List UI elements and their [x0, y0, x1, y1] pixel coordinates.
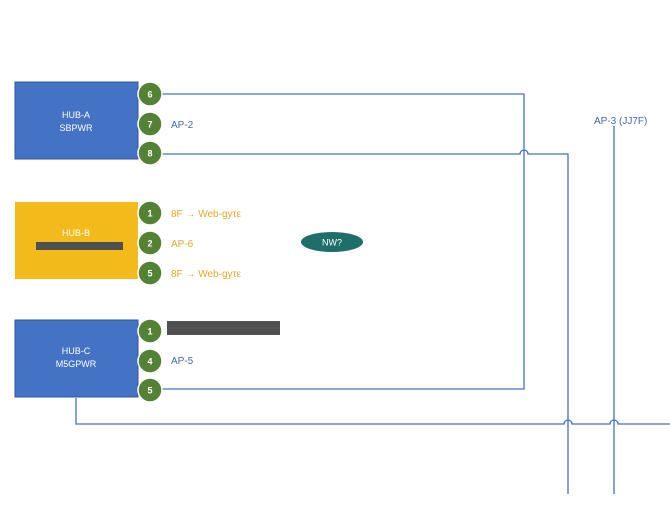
label-b1-web: 8F → Web-gyτε	[171, 209, 241, 220]
link-a8-to-ap-drop	[150, 149, 569, 494]
port-b2-number: 2	[147, 239, 152, 249]
connection-lines	[75, 93, 670, 494]
hub-a-model: SBPWR	[59, 123, 93, 133]
link-hubc-bottom-trunk	[75, 398, 670, 425]
port-c5: 5	[137, 377, 163, 403]
label-b5-web: 8F → Web-gyτε	[171, 269, 241, 280]
port-c5-number: 5	[147, 386, 152, 396]
port-labels: AP-2 8F → Web-gyτε AP-6 8F → Web-gyτε AP…	[167, 116, 647, 367]
hub-a: HUB-A SBPWR	[14, 81, 139, 160]
port-b1-number: 1	[147, 209, 152, 219]
hub-c: HUB-C M5GPWR	[14, 319, 139, 398]
port-a6: 6	[137, 81, 163, 107]
port-c1: 1	[137, 318, 163, 344]
port-c4: 4	[137, 348, 163, 374]
port-a6-number: 6	[147, 90, 152, 100]
nw-ellipse	[301, 232, 363, 252]
label-ap-2: AP-2	[171, 120, 194, 131]
port-c1-number: 1	[147, 327, 152, 337]
hub-b-box	[15, 202, 138, 279]
hub-a-name: HUB-A	[62, 110, 90, 120]
hub-b-name: HUB-B	[62, 228, 90, 238]
label-ap-3: AP-3 (JJ7F)	[594, 116, 647, 127]
nw-label: NW?	[322, 238, 342, 248]
ports: 6 7 8 1 2 5 1 4	[137, 81, 163, 403]
port-a7-number: 7	[147, 120, 152, 130]
label-ap-5: AP-5	[171, 356, 194, 367]
hub-b: HUB-B	[15, 202, 138, 279]
hub-c-model: M5GPWR	[56, 359, 97, 369]
link-a6-to-right-bus	[150, 93, 525, 390]
port-b2: 2	[137, 230, 163, 256]
label-ap-6: AP-6	[171, 239, 194, 250]
port-b1: 1	[137, 200, 163, 226]
port-a7: 7	[137, 111, 163, 137]
label-c1-redaction	[167, 321, 280, 335]
port-a8-number: 8	[147, 149, 152, 159]
hub-c-box	[14, 319, 139, 398]
hub-b-model-redaction	[36, 242, 123, 250]
nw-bubble: NW?	[301, 232, 363, 252]
port-a8: 8	[137, 140, 163, 166]
port-b5-number: 5	[147, 269, 152, 279]
port-c4-number: 4	[147, 357, 152, 367]
hub-c-name: HUB-C	[62, 346, 91, 356]
hub-a-box	[14, 81, 139, 160]
port-b5: 5	[137, 260, 163, 286]
